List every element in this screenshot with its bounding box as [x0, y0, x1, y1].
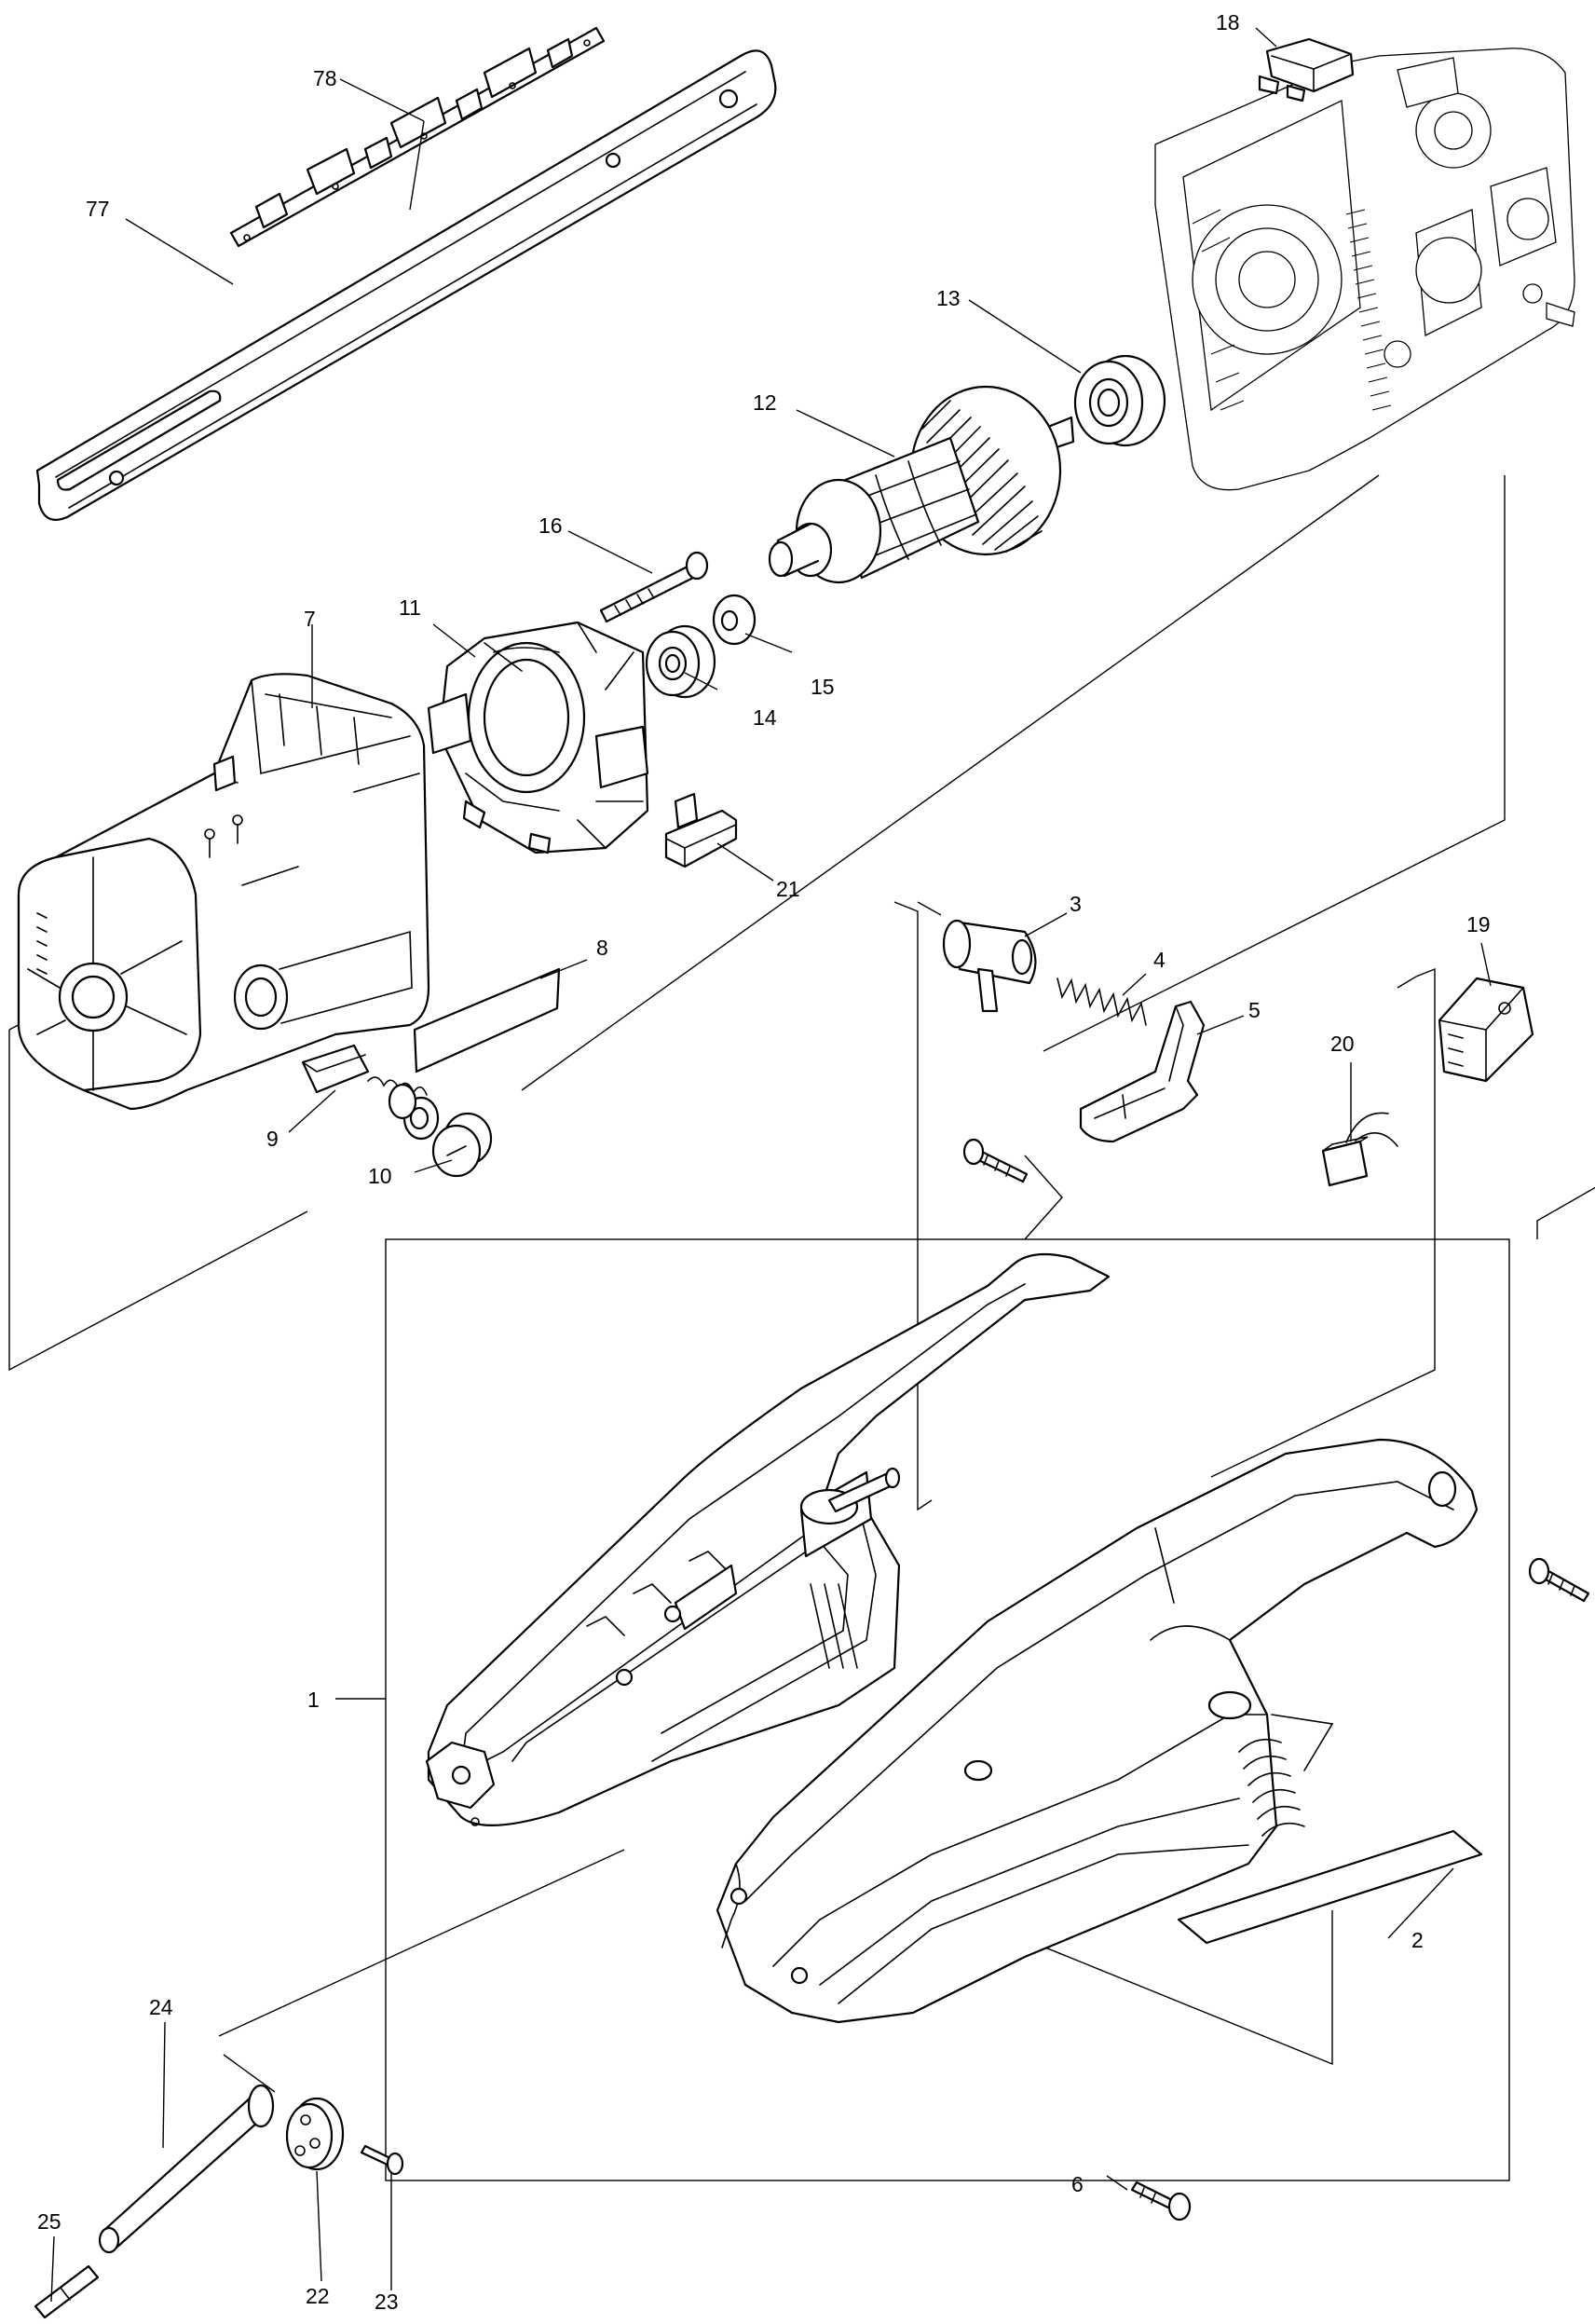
callout-10: 10 [368, 1164, 392, 1188]
nut-holder [285, 2097, 345, 2171]
callout-9: 9 [266, 1127, 279, 1151]
handle-right-half [716, 1438, 1479, 2024]
gear-housing-reference [1154, 48, 1575, 491]
callout-78: 78 [313, 66, 337, 90]
callout-24: 24 [149, 1995, 173, 2019]
callout-18: 18 [1216, 10, 1240, 34]
callout-23: 23 [375, 2290, 399, 2314]
callout-13: 13 [936, 286, 961, 310]
tapping-screw-upper [962, 1138, 1029, 1183]
callout-16: 16 [538, 513, 563, 538]
callout-11: 11 [399, 595, 421, 620]
frame-line-right [1043, 475, 1506, 1052]
callout-12: 12 [753, 390, 777, 415]
guide-bar [35, 49, 777, 521]
ball-bearing-14 [645, 624, 716, 699]
ball-bearing-13 [1073, 354, 1166, 447]
screw-16 [599, 551, 709, 623]
assembly-frame [8, 474, 1595, 2181]
handle-group-box [385, 1238, 1510, 2181]
callout-3: 3 [1070, 892, 1082, 916]
frame-line-pin [218, 1849, 625, 2037]
frame-line-label [1010, 1910, 1333, 2066]
pin-25 [34, 2264, 100, 2319]
label-plate [413, 967, 561, 1073]
leader-lines [50, 27, 1492, 2303]
screw-23 [360, 2144, 404, 2176]
frame-line-switch [1210, 967, 1436, 1478]
callout-77: 77 [86, 197, 110, 221]
frame-line-screw [1024, 1155, 1063, 1240]
callout-4: 4 [1153, 948, 1166, 972]
saw-chain [229, 26, 606, 248]
callout-15: 15 [811, 675, 835, 699]
carbon-brush [301, 1044, 440, 1141]
callout-6: 6 [1071, 2172, 1084, 2196]
callout-7: 7 [304, 607, 316, 631]
brush-holder [664, 792, 738, 868]
callout-21: 21 [776, 877, 800, 901]
switch-lever [942, 919, 1037, 1013]
screw-6 [1130, 2180, 1192, 2221]
frame-line-trigger-top [917, 901, 942, 916]
motor-housing [17, 673, 430, 1111]
callout-8: 8 [596, 936, 608, 960]
field-stator [427, 621, 649, 854]
noise-capacitor [1321, 1112, 1398, 1187]
callout-25: 25 [37, 2209, 61, 2234]
callout-5: 5 [1248, 998, 1261, 1022]
handle-left-half [425, 1252, 1111, 1826]
frame-line-left [8, 1030, 308, 1372]
frame-line-trigger [893, 901, 933, 1511]
switch-trigger [1079, 1000, 1206, 1143]
compression-spring [1057, 977, 1147, 1026]
callout-labels: 77 78 18 13 12 16 11 7 14 15 21 8 9 10 3… [37, 10, 1491, 2314]
frame-line-motor [521, 474, 1380, 1091]
frame-line-switch-top [1397, 976, 1417, 989]
frame-line-pin-2 [223, 2054, 276, 2093]
callout-2: 2 [1411, 1928, 1424, 1952]
micro-switch [1258, 37, 1355, 103]
callout-1: 1 [307, 1688, 320, 1712]
switch-19 [1438, 977, 1534, 1083]
washer [712, 594, 757, 646]
handle-label [1177, 1829, 1483, 1945]
frame-line-right-lower [1536, 1186, 1595, 1239]
callout-19: 19 [1466, 912, 1491, 936]
brush-cap [431, 1112, 493, 1178]
callout-22: 22 [306, 2284, 330, 2308]
pin-24 [98, 2084, 275, 2254]
tapping-screw-right [1528, 1557, 1590, 1603]
callout-14: 14 [753, 705, 777, 730]
callout-20: 20 [1330, 1032, 1355, 1056]
armature [768, 385, 1075, 584]
